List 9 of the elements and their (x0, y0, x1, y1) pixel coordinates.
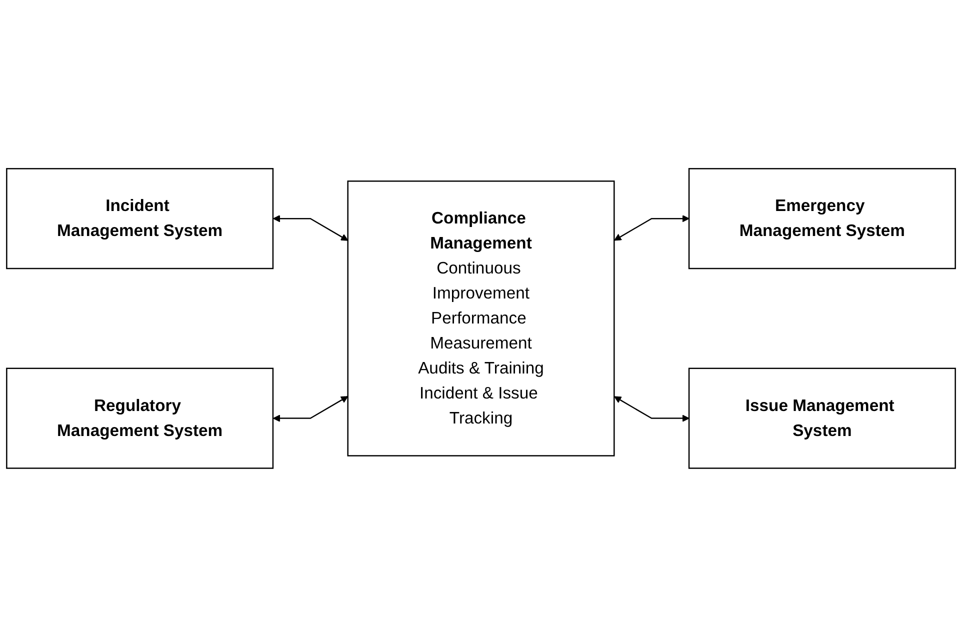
arrow (272, 396, 348, 422)
node-box: Emergency Management System (688, 168, 956, 270)
arrow (614, 214, 690, 241)
node-box: Incident Management System (6, 168, 274, 270)
node-box: Issue Management System (688, 368, 956, 469)
node-box: Compliance Management Continuous Improvement Performance Measurement Audits & Training Incident & Issue Tracking (347, 180, 615, 456)
node-box: Regulatory Management System (6, 368, 274, 469)
arrow (272, 214, 348, 241)
arrow (614, 396, 690, 422)
